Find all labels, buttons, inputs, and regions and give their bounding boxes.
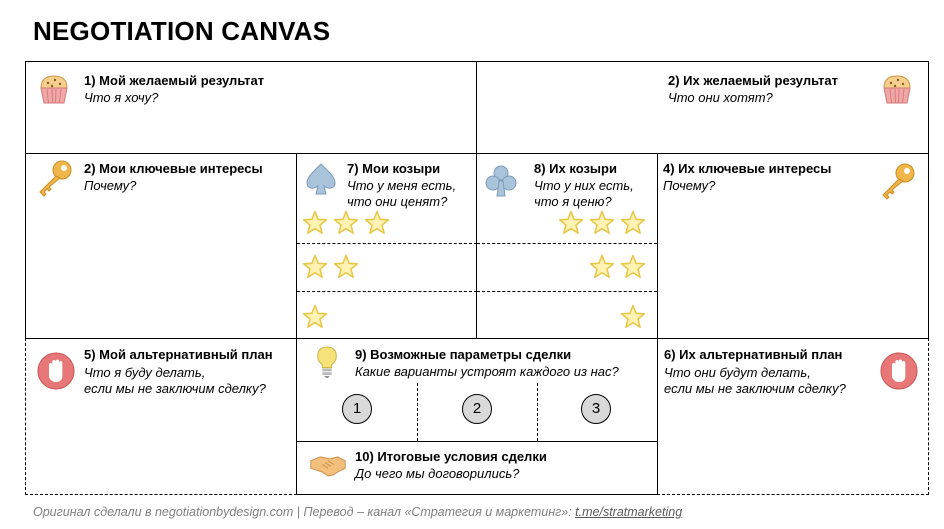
block-their-key-interests[interactable]: 4) Их ключевые интересы Почему?: [657, 153, 929, 339]
block-my-alternative-plan[interactable]: 5) Мой альтернативный план Что я буду де…: [25, 338, 297, 495]
block-question-line2: если мы не заключим сделку?: [84, 381, 266, 396]
option-2-badge: 2: [462, 394, 492, 424]
block-question: Почему?: [663, 178, 716, 193]
block-heading: 4) Их ключевые интересы: [663, 161, 832, 176]
block-question-line2: что они ценят?: [347, 194, 448, 209]
block-heading: 6) Их альтернативный план: [664, 347, 843, 362]
handshake-icon: [309, 451, 347, 478]
option-3-badge: 3: [581, 394, 611, 424]
block-their-trumps[interactable]: 8) Их козыри Что у них есть, что я ценю?: [476, 153, 658, 339]
block-my-key-interests[interactable]: 2) Мои ключевые интересы Почему?: [25, 153, 297, 339]
club-icon: [483, 163, 519, 199]
footer-credits: Оригинал сделали в negotiationbydesign.c…: [33, 505, 682, 519]
stop-hand-icon: [36, 351, 76, 391]
block-my-desired-result[interactable]: 1) Мой желаемый результат Что я хочу?: [25, 61, 477, 154]
block-question-line2: если мы не заключим сделку?: [664, 381, 846, 396]
cupcake-icon: [36, 70, 72, 106]
star-icon: [332, 209, 360, 237]
star-icon: [557, 209, 585, 237]
star-icon: [588, 253, 616, 281]
block-final-terms[interactable]: 10) Итоговые условия сделки До чего мы д…: [296, 441, 658, 495]
block-heading: 8) Их козыри: [534, 161, 617, 176]
footer-link[interactable]: t.me/stratmarketing: [575, 505, 683, 519]
trump-row-divider: [297, 243, 477, 244]
block-their-alternative-plan[interactable]: 6) Их альтернативный план Что они будут …: [657, 338, 929, 495]
star-icon: [301, 209, 329, 237]
option-1-badge: 1: [342, 394, 372, 424]
star-icon: [619, 303, 647, 331]
block-heading: 1) Мой желаемый результат: [84, 73, 265, 88]
trump-row-divider: [477, 291, 657, 292]
spade-icon: [303, 161, 339, 197]
trump-row-divider: [297, 291, 477, 292]
block-question: Что они хотят?: [668, 90, 773, 105]
block-question-line1: Что у них есть,: [534, 178, 634, 193]
block-heading: 5) Мой альтернативный план: [84, 347, 273, 362]
star-icon: [332, 253, 360, 281]
star-icon: [619, 209, 647, 237]
block-question-line1: Что у меня есть,: [347, 178, 457, 193]
star-icon: [301, 303, 329, 331]
star-icon: [301, 253, 329, 281]
canvas-title: NEGOTIATION CANVAS: [33, 16, 331, 46]
block-heading: 2) Их желаемый результат: [668, 73, 838, 88]
key-icon: [877, 161, 917, 201]
star-icon: [363, 209, 391, 237]
block-heading: 9) Возможные параметры сделки: [355, 347, 572, 362]
lightbulb-icon: [313, 344, 341, 380]
block-heading: 2) Мои ключевые интересы: [84, 161, 263, 176]
star-icon: [588, 209, 616, 237]
block-their-desired-result[interactable]: 2) Их желаемый результат Что они хотят?: [476, 61, 929, 154]
block-heading: 10) Итоговые условия сделки: [355, 449, 547, 464]
trump-row-divider: [477, 243, 657, 244]
block-question: Почему?: [84, 178, 137, 193]
block-heading: 7) Мои козыри: [347, 161, 441, 176]
block-question-line1: Что они будут делать,: [664, 365, 811, 380]
stop-hand-icon: [879, 351, 919, 391]
block-question-line2: что я ценю?: [534, 194, 612, 209]
key-icon: [34, 158, 74, 198]
option-divider: [537, 383, 538, 441]
block-question: Что я хочу?: [84, 90, 159, 105]
cupcake-icon: [879, 70, 915, 106]
block-question-line1: Что я буду делать,: [84, 365, 206, 380]
block-my-trumps[interactable]: 7) Мои козыри Что у меня есть, что они ц…: [296, 153, 477, 339]
block-question: До чего мы договорились?: [355, 466, 520, 481]
block-deal-parameters[interactable]: 9) Возможные параметры сделки Какие вари…: [296, 338, 658, 442]
footer-text: Оригинал сделали в negotiationbydesign.c…: [33, 505, 576, 519]
star-icon: [619, 253, 647, 281]
option-divider: [417, 383, 418, 441]
block-question: Какие варианты устроят каждого из нас?: [355, 364, 619, 379]
